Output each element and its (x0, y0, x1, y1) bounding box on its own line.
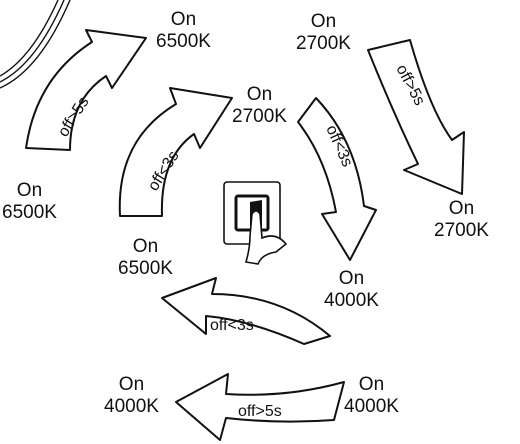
arrow-bottom-label: off>5s (238, 403, 282, 420)
arrow-inner-bottom-label: off<3s (210, 317, 254, 334)
wall-switch-hand-icon (223, 181, 288, 265)
arrow-outer-left: off>5s (25, 29, 147, 151)
arrow-inner-bottom: off<3s (161, 277, 331, 345)
arrow-inner-left: off<3s (118, 87, 233, 217)
lamp-outline-icon (0, 0, 71, 89)
arrow-inner-right: off<3s (297, 97, 377, 261)
arrow-bottom: off>5s (175, 373, 345, 441)
arrow-outer-right: off>5s (367, 39, 465, 195)
